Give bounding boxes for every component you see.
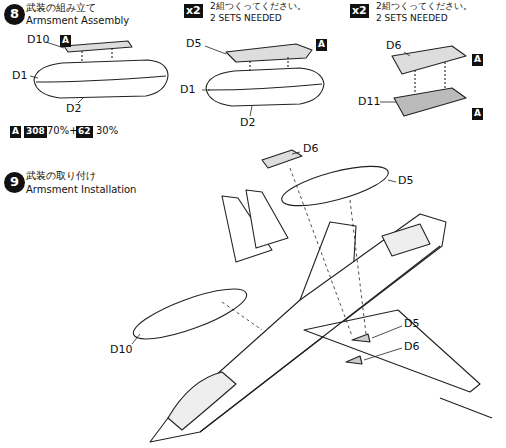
part-number: D6	[404, 341, 419, 353]
step-title: Armsment Assembly	[26, 15, 129, 26]
paint-ratio: 30%	[96, 125, 118, 136]
badge-text: 308	[26, 127, 45, 137]
part-number: D6	[386, 40, 401, 52]
badge-text: 9	[10, 175, 19, 189]
badge-text: A	[12, 127, 19, 137]
badge-text: 8	[10, 7, 19, 21]
badge-text: 62	[78, 127, 91, 137]
tank-part	[128, 279, 251, 348]
step-number: 9	[4, 172, 25, 193]
color-callout: A	[472, 108, 483, 120]
step-title: Armsment Installation	[26, 184, 136, 195]
badge-text: A	[62, 36, 69, 46]
badge-text: A	[474, 109, 481, 119]
tank-assembly-2	[206, 44, 324, 106]
part-number: D5	[186, 38, 201, 50]
paint-number: 308	[24, 126, 47, 138]
part-number: D1	[180, 84, 195, 96]
part-number: D5	[404, 318, 419, 330]
paint-ratio: 70%+	[47, 125, 78, 136]
step-title: 武装の組み立て	[26, 2, 96, 13]
leader-lines	[30, 42, 410, 360]
part-number: D2	[240, 117, 255, 129]
note: 2組つくってください。	[376, 2, 472, 12]
note: 2 SETS NEEDED	[210, 14, 282, 24]
badge-text: A	[474, 55, 481, 65]
part-number: D1	[12, 70, 27, 82]
quantity-badge: x2	[350, 4, 369, 18]
tank-part	[278, 158, 391, 214]
color-callout: A	[60, 35, 71, 47]
pylon-assembly	[392, 46, 466, 116]
color-callout: A	[472, 54, 483, 66]
part-number: D10	[27, 34, 49, 46]
part-number: D11	[358, 96, 380, 108]
paint-number: 62	[76, 126, 93, 138]
quantity-badge: x2	[184, 4, 203, 18]
badge-text: x2	[186, 5, 201, 17]
tank-assembly-1	[34, 41, 168, 98]
color-callout: A	[10, 126, 21, 138]
step-number: 8	[4, 4, 25, 25]
note: 2組つくってください。	[210, 2, 306, 12]
part-number: D2	[66, 103, 81, 115]
color-callout: A	[316, 39, 327, 51]
part-number: D10	[110, 344, 132, 356]
part-number: D6	[303, 143, 318, 155]
step-title: 武装の取り付け	[26, 170, 96, 181]
pylon-part	[262, 150, 302, 168]
part-number: D5	[398, 175, 413, 187]
badge-text: A	[318, 40, 325, 50]
note: 2 SETS NEEDED	[376, 14, 448, 24]
badge-text: x2	[352, 5, 367, 17]
